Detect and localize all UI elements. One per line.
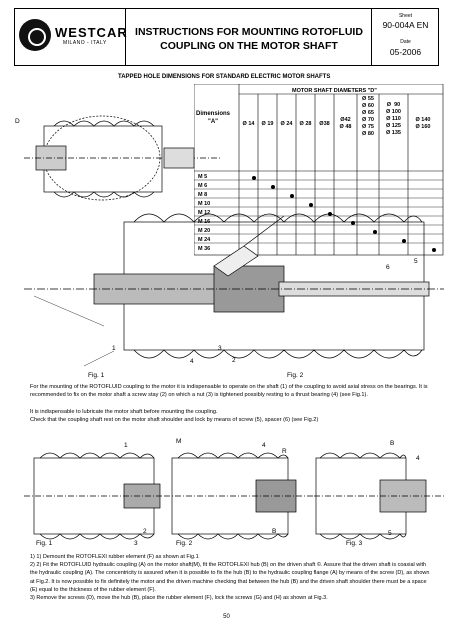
sheet-label: Sheet	[398, 13, 413, 19]
column-header: Ø 90 Ø 100 Ø 110 Ø 125 Ø 135	[386, 102, 401, 136]
dimensions-label: Dimensions "A"	[196, 110, 230, 126]
brand-name: WESTCAR	[55, 25, 128, 40]
thread-size-label: M 24	[198, 237, 211, 243]
lubricate-note: It is indispensable to lubricate the mot…	[30, 409, 218, 415]
sheet-value: 90-004A EN	[382, 20, 429, 30]
logo: WESTCAR MILANO - ITALY	[14, 8, 128, 66]
coupling-drawing-top	[24, 115, 444, 367]
date-value: 05-2006	[389, 47, 422, 57]
dimension-table-grid	[194, 84, 444, 256]
thread-size-label: M 5	[198, 174, 208, 180]
callout-2: 2	[232, 357, 236, 364]
column-header: Ø 19	[261, 121, 274, 127]
fig-3-label: Fig. 3	[346, 540, 363, 547]
callout-b-1: 1	[124, 442, 128, 449]
callout-b-m: M	[176, 438, 182, 445]
title-box: INSTRUCTIONS FOR MOUNTING ROTOFLUID COUP…	[126, 8, 372, 66]
column-header: Ø38	[319, 121, 330, 127]
fig-2-label: Fig. 2	[287, 372, 304, 379]
dimension-d-label: D	[15, 118, 20, 125]
thread-size-label: M 36	[198, 246, 211, 252]
table-dot-marker	[309, 203, 313, 207]
callout-b-r: R	[282, 448, 287, 455]
column-header: Ø42 Ø 48	[339, 117, 352, 130]
step-3: 3) Remove the screws (D), move the hub (…	[30, 595, 328, 602]
title-line-1: INSTRUCTIONS FOR MOUNTING ROTOFLUID	[135, 26, 363, 38]
check-note: Check that the coupling shaft rest on th…	[30, 417, 319, 423]
callout-4: 4	[190, 358, 194, 365]
callout-6: 6	[386, 264, 390, 271]
date-label: Date	[400, 39, 411, 45]
callout-b-5: 5	[388, 530, 392, 537]
coupling-drawing-bottom	[24, 452, 444, 540]
column-header: Ø 28	[299, 121, 312, 127]
fig-1b-label: Fig. 1	[36, 540, 53, 547]
thread-size-label: M 10	[198, 201, 211, 207]
step-2: 2) 2) Fit the ROTOFLUID hydraulic coupli…	[30, 562, 430, 593]
table-heading: TAPPED HOLE DIMENSIONS FOR STANDARD ELEC…	[118, 74, 331, 80]
thread-size-label: M 6	[198, 183, 208, 189]
callout-b-4: 4	[262, 442, 266, 449]
callout-b-b: B	[390, 440, 395, 447]
table-dot-marker	[402, 239, 406, 243]
callout-b-2: 2	[143, 528, 147, 535]
title-line-2: COUPLING ON THE MOTOR SHAFT	[160, 40, 338, 52]
callout-1: 1	[112, 345, 116, 352]
column-header: Ø 14	[242, 121, 255, 127]
callout-b-4b: 4	[416, 455, 420, 462]
callout-b-3: 3	[134, 540, 138, 547]
brand-subtitle: MILANO - ITALY	[63, 40, 107, 46]
page-number: 50	[223, 614, 230, 620]
thread-size-label: M 8	[198, 192, 208, 198]
dimensions-label-line1: Dimensions	[196, 111, 231, 117]
logo-emblem-icon	[19, 19, 51, 51]
column-header: Ø 24	[280, 121, 293, 127]
table-dot-marker	[290, 194, 294, 198]
thread-size-label: M 12	[198, 210, 211, 216]
callout-3: 3	[218, 345, 222, 352]
intro-paragraph: For the mounting of the ROTOFLUID coupli…	[30, 384, 428, 399]
column-header: Ø 140 Ø 160	[415, 117, 431, 130]
table-dot-marker	[432, 248, 436, 252]
fig-2b-label: Fig. 2	[176, 540, 193, 547]
meta-box: Sheet 90-004A EN Date 05-2006	[372, 8, 439, 66]
table-dot-marker	[373, 230, 377, 234]
step-1: 1) 1) Demount the ROTOFLEXI rubber eleme…	[30, 554, 199, 560]
mounting-steps: 1) 1) Demount the ROTOFLEXI rubber eleme…	[30, 553, 435, 602]
column-header: Ø 55 Ø 60 Ø 65 Ø 70 Ø 75 Ø 80	[362, 96, 374, 137]
callout-5: 5	[414, 258, 418, 265]
table-dot-marker	[271, 185, 275, 189]
table-dot-marker	[252, 176, 256, 180]
thread-size-label: M 20	[198, 228, 211, 234]
shaft-diameter-heading: MOTOR SHAFT DIAMETERS "D"	[292, 88, 377, 94]
callout-b-b2: B	[272, 528, 277, 535]
header: WESTCAR MILANO - ITALY INSTRUCTIONS FOR …	[14, 8, 439, 66]
fig-1-label: Fig. 1	[88, 372, 105, 379]
page-title: INSTRUCTIONS FOR MOUNTING ROTOFLUID COUP…	[126, 25, 372, 53]
table-dot-marker	[351, 221, 355, 225]
dimensions-label-line2: "A"	[207, 119, 219, 125]
